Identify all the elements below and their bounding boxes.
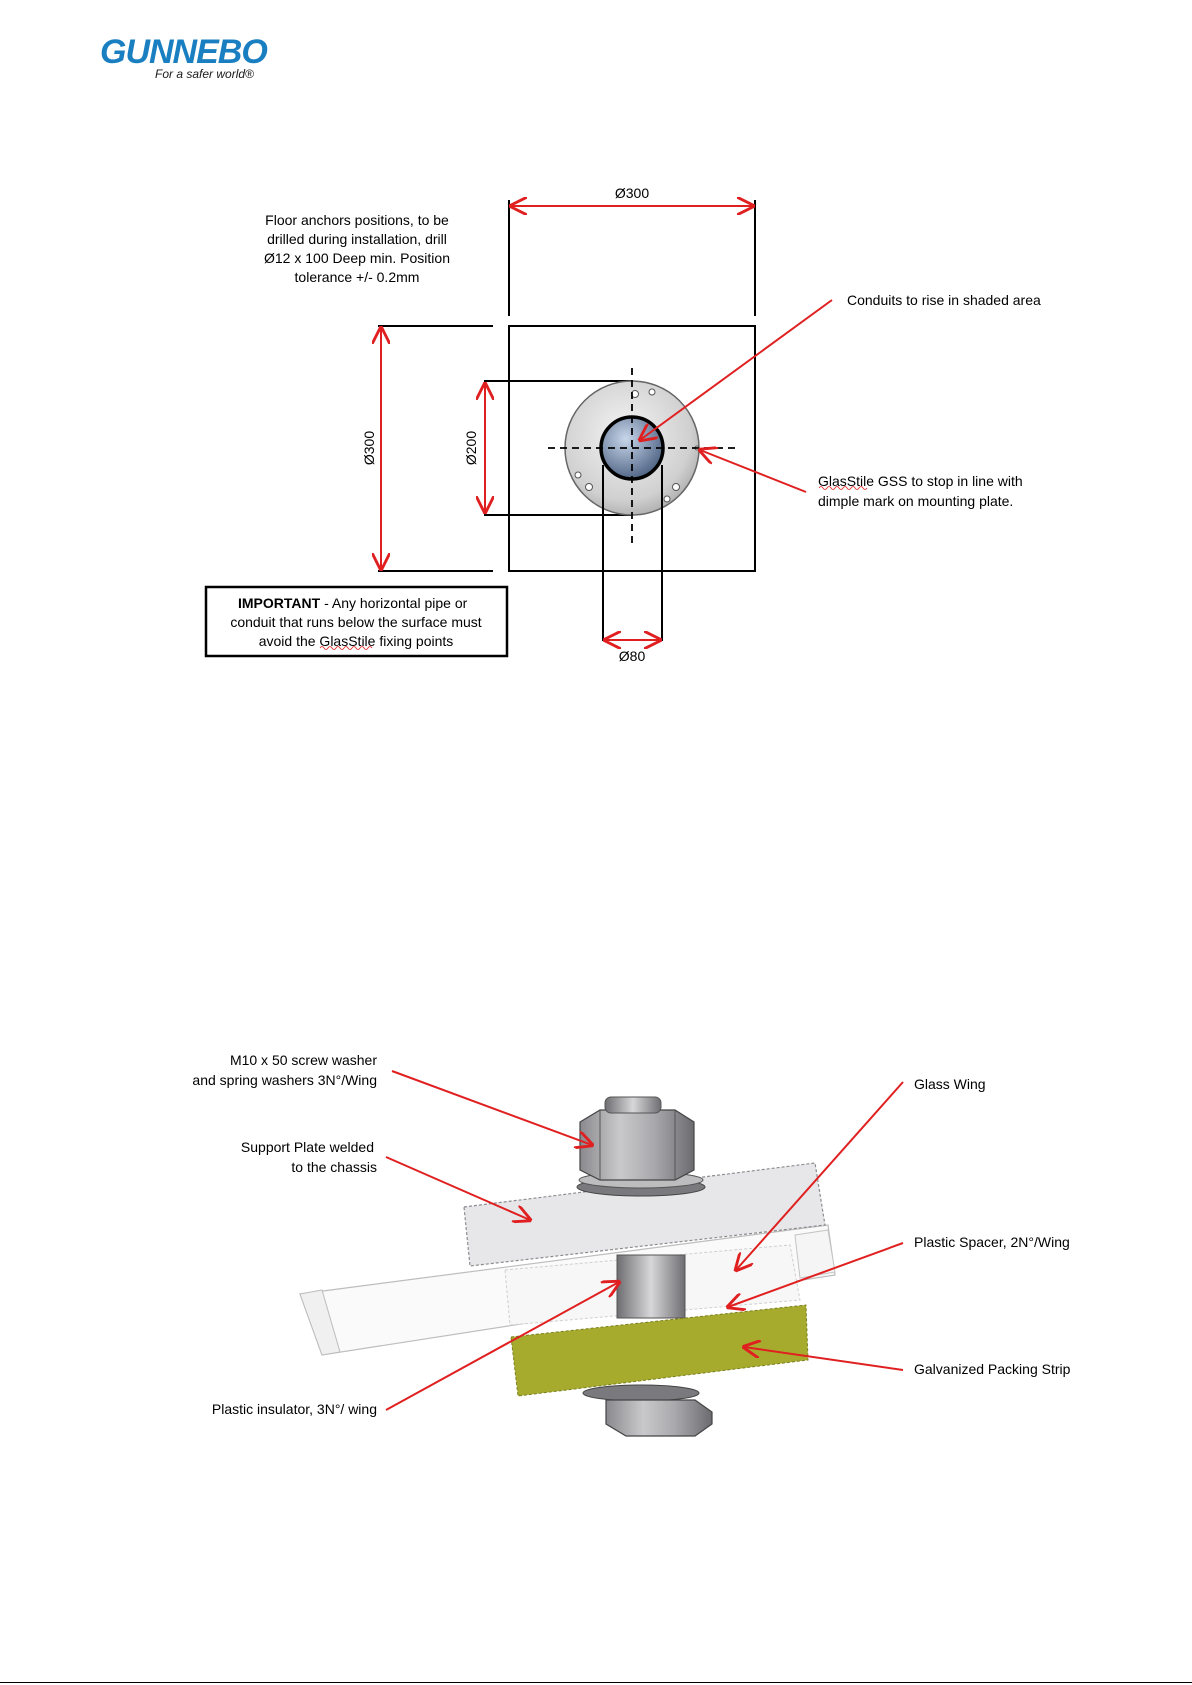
screw-label-1: M10 x 50 screw washer	[230, 1052, 377, 1068]
important-line-1: IMPORTANT - Any horizontal pipe or	[238, 595, 468, 611]
dim-bottom-label: Ø80	[619, 648, 646, 664]
important-label: IMPORTANT	[238, 595, 321, 611]
important-box	[204, 585, 509, 658]
spell-underline	[319, 646, 373, 650]
spell-underline	[818, 486, 868, 490]
important-rest: - Any horizontal pipe or	[320, 595, 467, 611]
fixing-hole	[672, 483, 680, 491]
packing-arrow	[744, 1347, 904, 1371]
important-line-2: conduit that runs below the surface must	[230, 614, 481, 630]
anchor-note-1: Floor anchors positions, to be	[265, 212, 449, 228]
anchor-note-3: Ø12 x 100 Deep min. Position	[264, 250, 450, 266]
packing-label: Galvanized Packing Strip	[914, 1361, 1071, 1377]
important-line-3: avoid the GlasStile fixing points	[259, 633, 454, 649]
support-label-1: Support Plate welded	[241, 1139, 374, 1155]
bolt-tip	[604, 1096, 662, 1114]
glass-wing-arrow	[736, 1081, 904, 1270]
screw-label-2: and spring washers 3N°/Wing	[192, 1072, 377, 1088]
anchor-note-2: drilled during installation, drill	[267, 231, 447, 247]
logo-brand: GUNNEBO	[100, 33, 268, 71]
stop-note-1: GlasStile GSS to stop in line with	[818, 473, 1023, 489]
glass-wing-end	[794, 1229, 836, 1279]
bottom-washer	[582, 1384, 700, 1402]
screw-arrow	[391, 1070, 592, 1145]
fixing-hole	[663, 495, 671, 503]
base-square	[508, 325, 756, 572]
galvanized-packing-strip	[510, 1304, 809, 1397]
page-bottom-rule	[0, 1682, 1192, 1683]
spacer-label: Plastic Spacer, 2N°/Wing	[914, 1234, 1070, 1250]
glass-wing-label: Glass Wing	[914, 1076, 986, 1092]
bottom-nut	[605, 1399, 713, 1437]
stop-arrow	[700, 450, 807, 493]
fixing-hole	[648, 388, 656, 396]
dim-inner-label: Ø200	[463, 431, 479, 465]
fixing-hole	[585, 483, 593, 491]
plan-view: Ø300 Ø300 Ø200 Ø80 Floor anchors positio…	[204, 185, 1041, 664]
insulator-label: Plastic insulator, 3N°/ wing	[212, 1401, 377, 1417]
dim-left-label: Ø300	[361, 431, 377, 465]
conduit-note: Conduits to rise in shaded area	[847, 292, 1041, 308]
spacer-arrow	[728, 1242, 904, 1307]
support-arrow	[385, 1156, 530, 1220]
top-nut	[579, 1109, 695, 1181]
gunnebo-logo: GUNNEBO For a safer world®	[100, 34, 270, 84]
conduit-arrow	[640, 299, 833, 440]
glass-wing-edge	[299, 1289, 341, 1356]
assembly-view: M10 x 50 screw washer and spring washers…	[192, 1052, 1071, 1437]
stop-note-2: dimple mark on mounting plate.	[818, 493, 1013, 509]
fixing-hole	[574, 471, 582, 479]
dim-top-label: Ø300	[615, 185, 649, 201]
logo-tagline: For a safer world®	[155, 67, 254, 81]
bolt-shank	[616, 1254, 686, 1319]
insulator-arrow	[385, 1282, 619, 1411]
anchor-note-4: tolerance +/- 0.2mm	[295, 269, 420, 285]
support-label-2: to the chassis	[291, 1159, 377, 1175]
